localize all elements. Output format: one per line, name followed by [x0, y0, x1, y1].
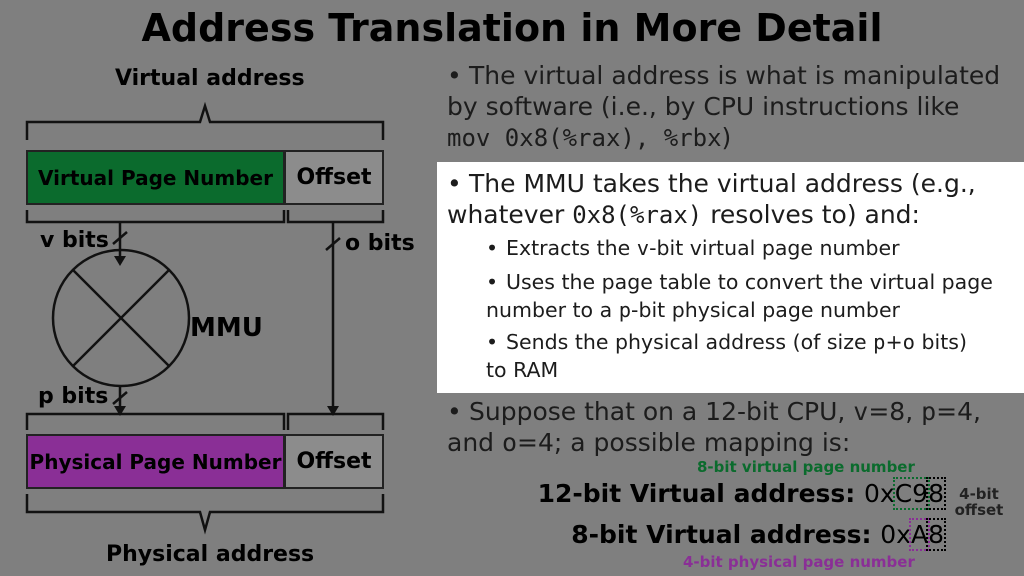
bullet-1-text: The virtual address is what is manipulat…: [447, 61, 1001, 121]
virtual-address-example: 12-bit Virtual address: 0xC98: [537, 477, 946, 510]
bullet-1-end: ): [721, 123, 732, 152]
physical-page-number-box: Physical Page Number: [26, 434, 285, 489]
bullet-2: •The MMU takes the virtual address (e.g.…: [447, 169, 976, 229]
bullet-3-text: Suppose that on a 12-bit CPU,: [469, 397, 854, 426]
offset-text-bottom: Offset: [296, 449, 372, 474]
diagram-lines: [25, 101, 385, 535]
v-var-2: v: [853, 397, 869, 426]
virtual-page-number-text: Virtual Page Number: [38, 165, 273, 190]
p-var-3: p: [921, 397, 937, 426]
sub-bullet-1-end: -bit virtual page number: [649, 236, 900, 260]
p-var-2: p: [873, 330, 886, 354]
sub-bullet-1: •Extracts the v-bit virtual page number: [486, 236, 900, 260]
o-bits-label: o bits: [345, 231, 415, 256]
physical-address-example-label: 8-bit Virtual address:: [571, 520, 872, 549]
v-var: v: [636, 236, 650, 260]
bullet-2-code: 0x8(%rax): [572, 201, 703, 229]
offset-box-bottom: Offset: [284, 434, 384, 489]
bullet-2-end: resolves to) and:: [702, 200, 920, 229]
o-var: o: [902, 330, 916, 354]
page-title: Address Translation in More Detail: [141, 6, 883, 50]
vpn-note: 8-bit virtual page number: [697, 458, 915, 476]
v-bits-label: v bits: [40, 228, 109, 253]
physical-hex-ppn: A: [908, 518, 931, 551]
plus-sign: +: [885, 330, 903, 354]
bullet-3-end: =4; a possible mapping is:: [517, 428, 851, 457]
v-value: =8,: [868, 397, 922, 426]
bullet-2-text: The MMU takes the virtual address (e.g.,…: [447, 169, 976, 229]
ppn-brace: [25, 412, 286, 430]
p-value: =4, and: [447, 397, 981, 457]
vpn-brace: [25, 210, 286, 224]
highlight-panel: [437, 162, 1024, 393]
offset-brace-top: [286, 210, 385, 224]
physical-hex-prefix: 0x: [880, 520, 911, 549]
sub-bullet-2-end: -bit physical page number: [631, 298, 900, 322]
bullet-1-code: mov 0x8(%rax), %rbx: [447, 124, 722, 152]
virtual-address-label: Virtual address: [115, 66, 305, 91]
offset-text-top: Offset: [296, 165, 372, 190]
virtual-hex-vpn: C9: [892, 477, 931, 510]
sub-bullet-3: •Sends the physical address (of size p+o…: [486, 330, 967, 382]
bullet-1: •The virtual address is what is manipula…: [447, 61, 1001, 152]
sub-bullet-1-text: Extracts the: [506, 236, 637, 260]
offset-note: 4-bit offset: [952, 486, 1006, 518]
physical-page-number-text: Physical Page Number: [29, 449, 282, 474]
p-var: p: [618, 298, 632, 322]
ppn-note: 4-bit physical page number: [683, 553, 915, 571]
offset-brace-bottom: [286, 412, 385, 430]
sub-bullet-3-text: Sends the physical address (of size: [506, 330, 874, 354]
physical-address-example: 8-bit Virtual address: 0xA8: [571, 518, 946, 551]
offset-box-top: Offset: [284, 150, 384, 205]
virtual-address-brace: [25, 101, 385, 140]
offset-note-line-1: 4-bit: [959, 485, 999, 503]
physical-address-brace: [25, 494, 385, 535]
o-var-2: o: [501, 428, 518, 457]
virtual-hex-prefix: 0x: [864, 479, 895, 508]
offset-note-line-2: offset: [954, 501, 1004, 519]
physical-hex-offset: 8: [926, 518, 946, 551]
physical-address-label: Physical address: [106, 542, 315, 567]
sub-bullet-2: •Uses the page table to convert the virt…: [486, 270, 993, 322]
mmu-label: MMU: [190, 313, 263, 343]
sub-bullet-2-text: Uses the page table to convert the virtu…: [486, 270, 993, 322]
virtual-hex-offset: 8: [926, 477, 946, 510]
bullet-3: •Suppose that on a 12-bit CPU, v=8, p=4,…: [447, 397, 981, 457]
virtual-address-example-label: 12-bit Virtual address:: [537, 479, 856, 508]
virtual-page-number-box: Virtual Page Number: [26, 150, 285, 205]
p-bits-label: p bits: [38, 384, 109, 409]
sub-bullet-3-end: bits) to RAM: [486, 330, 967, 382]
